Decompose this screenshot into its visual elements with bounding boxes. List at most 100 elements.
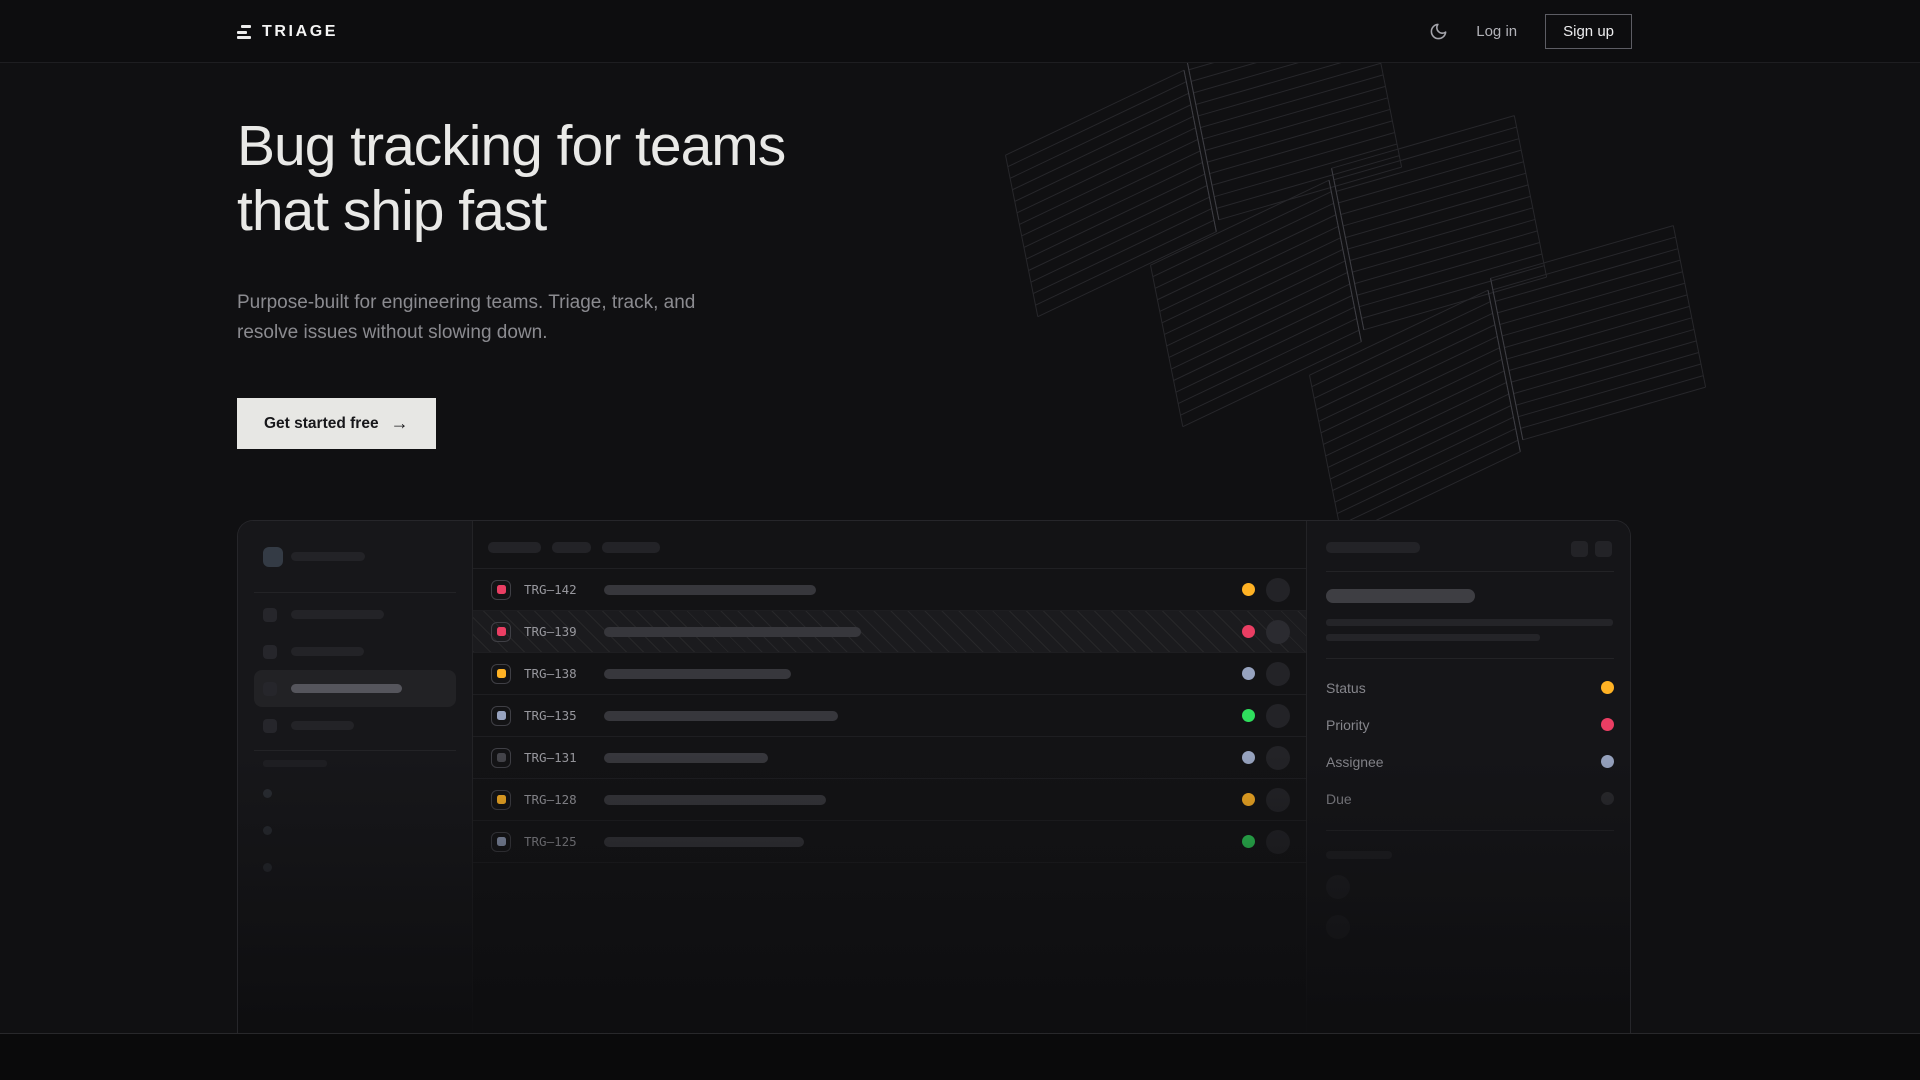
- property-value-dot: [1601, 681, 1614, 694]
- hero-subtitle-line1: Purpose-built for engineering teams. Tri…: [237, 292, 696, 313]
- issue-row: TRG–128: [473, 779, 1306, 821]
- issue-row: TRG–138: [473, 653, 1306, 695]
- property-label: Priority: [1326, 716, 1370, 733]
- hero-title-line2: that ship fast: [237, 179, 547, 243]
- assignee-avatar: [1266, 829, 1290, 854]
- status-dot: [1242, 751, 1255, 764]
- issue-title-placeholder: [1326, 589, 1475, 603]
- sidebar-dot-placeholder: [263, 826, 272, 835]
- detail-divider: [1326, 658, 1614, 659]
- assignee-avatar: [1266, 787, 1290, 812]
- activity-label-placeholder: [1326, 851, 1392, 859]
- app-mockup: TRG–142 TRG–139 TRG–138 TRG–135: [237, 520, 1631, 1034]
- detail-divider: [1326, 830, 1614, 831]
- comment-avatar-placeholder: [1326, 915, 1350, 939]
- workspace-name-placeholder: [291, 552, 365, 561]
- issue-type-icon: [491, 789, 511, 810]
- nav-icon-placeholder: [263, 681, 277, 696]
- sidebar-item-placeholder: [254, 596, 456, 633]
- issue-id: TRG–131: [524, 750, 577, 765]
- hero-subtitle: Purpose-built for engineering teams. Tri…: [237, 288, 695, 348]
- detail-breadcrumb-placeholder: [1326, 542, 1420, 553]
- workspace-avatar-placeholder: [263, 547, 283, 567]
- nav-icon-placeholder: [263, 644, 277, 659]
- signup-button[interactable]: Sign up: [1545, 14, 1632, 49]
- assignee-avatar: [1266, 703, 1290, 728]
- detail-action-placeholder: [1571, 541, 1588, 557]
- login-link[interactable]: Log in: [1476, 23, 1518, 40]
- sidebar-item-placeholder: [254, 707, 456, 744]
- issue-type-icon: [491, 663, 511, 684]
- description-line-placeholder: [1326, 634, 1540, 641]
- assignee-avatar: [1266, 619, 1290, 644]
- issue-title-placeholder: [604, 584, 816, 595]
- nav-icon-placeholder: [263, 718, 277, 733]
- issue-id: TRG–138: [524, 666, 577, 681]
- list-header: [473, 521, 1306, 569]
- sidebar-dot-placeholder: [263, 863, 272, 872]
- mockup-sidebar: [238, 521, 472, 1034]
- arrow-right-icon: →: [390, 413, 409, 433]
- footer: [0, 1034, 1920, 1080]
- issue-type-icon: [491, 705, 511, 726]
- issue-type-icon: [491, 621, 511, 642]
- sidebar-divider: [254, 750, 456, 751]
- property-label: Assignee: [1326, 753, 1384, 770]
- property-value-dot: [1601, 718, 1614, 731]
- brand-logo[interactable]: TRIAGE: [237, 23, 338, 41]
- property-label: Due: [1326, 790, 1352, 807]
- detail-properties: Status Priority Assignee Due: [1307, 669, 1630, 817]
- filter-tab-placeholder: [552, 542, 591, 553]
- header-actions: Log in Sign up: [1429, 0, 1632, 63]
- issue-row: TRG–139: [473, 611, 1306, 653]
- issue-row: TRG–135: [473, 695, 1306, 737]
- detail-action-placeholder: [1595, 541, 1612, 557]
- issue-title-placeholder: [604, 626, 861, 637]
- property-row: Status: [1307, 669, 1630, 706]
- assignee-avatar: [1266, 577, 1290, 602]
- hero-title-line1: Bug tracking for teams: [237, 114, 786, 178]
- status-dot: [1242, 709, 1255, 722]
- issue-row: TRG–131: [473, 737, 1306, 779]
- property-value-dot: [1601, 792, 1614, 805]
- triage-logo-icon: [237, 25, 251, 39]
- issue-id: TRG–142: [524, 582, 577, 597]
- mockup-detail-panel: Status Priority Assignee Due: [1306, 521, 1630, 1034]
- description-line-placeholder: [1326, 619, 1613, 626]
- property-row: Assignee: [1307, 743, 1630, 780]
- top-nav: TRIAGE Log in Sign up: [0, 0, 1920, 63]
- status-dot: [1242, 835, 1255, 848]
- status-dot: [1242, 625, 1255, 638]
- issue-title-placeholder: [604, 710, 838, 721]
- property-row: Priority: [1307, 706, 1630, 743]
- issue-type-icon: [491, 579, 511, 600]
- hero-subtitle-line2: resolve issues without slowing down.: [237, 322, 548, 343]
- sidebar-dot-placeholder: [263, 789, 272, 798]
- hero-title: Bug tracking for teams that ship fast: [237, 114, 786, 244]
- issue-title-placeholder: [604, 752, 768, 763]
- theme-toggle-button[interactable]: [1429, 22, 1448, 41]
- issue-id: TRG–135: [524, 708, 577, 723]
- brand-name: TRIAGE: [262, 23, 339, 40]
- filter-tab-placeholder: [488, 542, 541, 553]
- sidebar-item-placeholder: [254, 633, 456, 670]
- sidebar-nav-placeholder: [238, 596, 472, 744]
- issue-title-placeholder: [604, 794, 826, 805]
- issue-type-icon: [491, 747, 511, 768]
- wireframe-slabs-decoration: [800, 63, 1920, 560]
- get-started-button[interactable]: Get started free →: [237, 398, 436, 449]
- assignee-avatar: [1266, 661, 1290, 686]
- issue-type-icon: [491, 831, 511, 852]
- property-value-dot: [1601, 755, 1614, 768]
- filter-tab-placeholder: [602, 542, 660, 553]
- issue-list-rows: TRG–142 TRG–139 TRG–138 TRG–135: [473, 569, 1306, 863]
- property-label: Status: [1326, 679, 1366, 696]
- sidebar-item-placeholder-active: [254, 670, 456, 707]
- issue-id: TRG–139: [524, 624, 577, 639]
- sidebar-divider: [254, 592, 456, 593]
- status-dot: [1242, 793, 1255, 806]
- assignee-avatar: [1266, 745, 1290, 770]
- issue-id: TRG–125: [524, 834, 577, 849]
- status-dot: [1242, 583, 1255, 596]
